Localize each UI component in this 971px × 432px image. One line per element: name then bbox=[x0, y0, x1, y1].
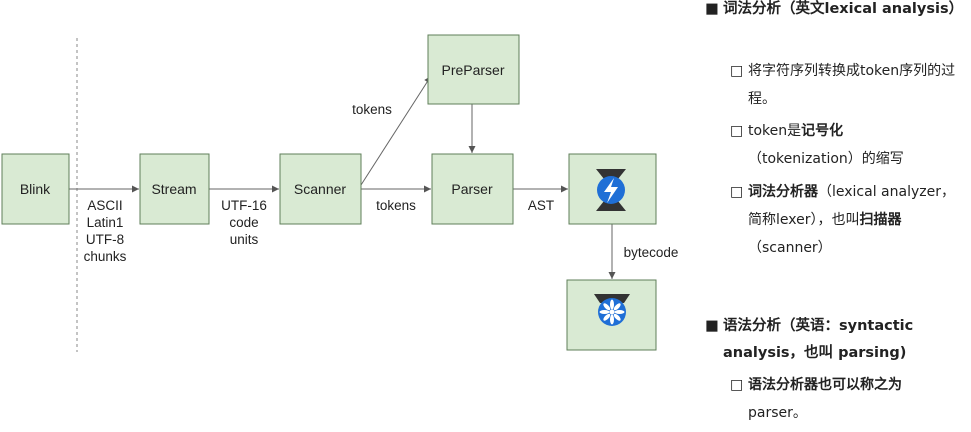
node-stream bbox=[139, 153, 210, 225]
node-parser-label: Parser bbox=[451, 181, 493, 197]
node-scanner-label: Scanner bbox=[294, 181, 346, 197]
edge-label-tokens-parser: tokens bbox=[376, 198, 416, 213]
note-syntactic-item-1: □ 语法分析器也可以称之为 parser。 bbox=[730, 371, 968, 427]
note-syntactic-heading: ■ 语法分析（英语：syntactic analysis，也叫 parsing) bbox=[705, 313, 967, 367]
edge-label-encoding-1: ASCII bbox=[87, 198, 122, 213]
v8-pipeline-diagram: Blink Stream Scanner PreParser Parser AS… bbox=[1, 34, 679, 352]
note-text-bold: 扫描器 bbox=[859, 212, 902, 228]
turbofan-fan-icon bbox=[594, 294, 630, 326]
bullet-square-outline-icon: □ bbox=[730, 123, 744, 139]
bullet-square-filled-icon: ■ bbox=[705, 318, 719, 334]
edge-label-encoding-3: UTF-8 bbox=[86, 232, 124, 247]
note-lexical-item-3-text: 词法分析器（lexical analyzer，简称lexer），也叫扫描器 （sc… bbox=[730, 178, 968, 262]
note-lexical-item-3: □ 词法分析器（lexical analyzer，简称lexer），也叫扫描器 （… bbox=[730, 178, 968, 262]
bullet-square-outline-icon: □ bbox=[730, 377, 744, 393]
edge-label-encoding-2: Latin1 bbox=[87, 215, 124, 230]
node-blink-label: Blink bbox=[20, 181, 51, 197]
node-preparser bbox=[427, 34, 520, 105]
note-lexical-item-1-text: 将字符序列转换成token序列的过程。 bbox=[748, 63, 956, 107]
bullet-square-filled-icon: ■ bbox=[705, 1, 719, 17]
note-lexical-heading-text: 词法分析（英文lexical analysis） bbox=[723, 1, 964, 17]
bullet-square-outline-icon: □ bbox=[730, 63, 744, 79]
note-text-bold: 词法分析器 bbox=[748, 184, 818, 200]
node-blink bbox=[1, 153, 70, 225]
note-lexical-item-2-text: token是记号化 （tokenization）的缩写 bbox=[730, 117, 968, 173]
note-text-bold: 语法分析器也可以称之为 bbox=[748, 377, 902, 393]
note-text-normal: （tokenization）的缩写 bbox=[748, 151, 904, 167]
note-text-normal: （lexical analyzer，简称lexer），也叫 bbox=[748, 184, 955, 228]
edge-scanner-preparser bbox=[360, 75, 432, 186]
node-preparser-label: PreParser bbox=[441, 62, 504, 78]
note-lexical-item-1: □ 将字符序列转换成token序列的过程。 bbox=[730, 57, 968, 113]
note-text-normal: token是 bbox=[748, 123, 802, 139]
note-syntactic-heading-text: 语法分析（英语：syntactic analysis，也叫 parsing) bbox=[723, 318, 914, 361]
edge-label-utf16-1: UTF-16 bbox=[221, 198, 267, 213]
notes-panel: ■ 词法分析（英文lexical analysis） □ 将字符序列转换成tok… bbox=[700, 0, 971, 432]
note-text-bold: 记号化 bbox=[801, 123, 844, 139]
ignition-lightning-icon bbox=[596, 169, 626, 211]
node-scanner bbox=[279, 153, 362, 225]
edge-label-utf16-2: code bbox=[229, 215, 258, 230]
edge-label-tokens-preparser: tokens bbox=[352, 102, 392, 117]
note-syntactic-item-1-text: 语法分析器也可以称之为 parser。 bbox=[730, 371, 968, 427]
note-lexical-item-2: □ token是记号化 （tokenization）的缩写 bbox=[730, 117, 968, 173]
note-lexical-heading: ■ 词法分析（英文lexical analysis） bbox=[705, 0, 967, 23]
bullet-square-outline-icon: □ bbox=[730, 184, 744, 200]
node-stream-label: Stream bbox=[151, 181, 196, 197]
edge-label-encoding-4: chunks bbox=[84, 249, 127, 264]
note-text-normal: parser。 bbox=[748, 405, 807, 421]
edge-label-ast: AST bbox=[528, 198, 554, 213]
edge-label-utf16-3: units bbox=[230, 232, 259, 247]
edge-label-bytecode: bytecode bbox=[624, 245, 679, 260]
node-parser bbox=[431, 153, 514, 225]
note-text-normal: （scanner） bbox=[748, 240, 832, 256]
